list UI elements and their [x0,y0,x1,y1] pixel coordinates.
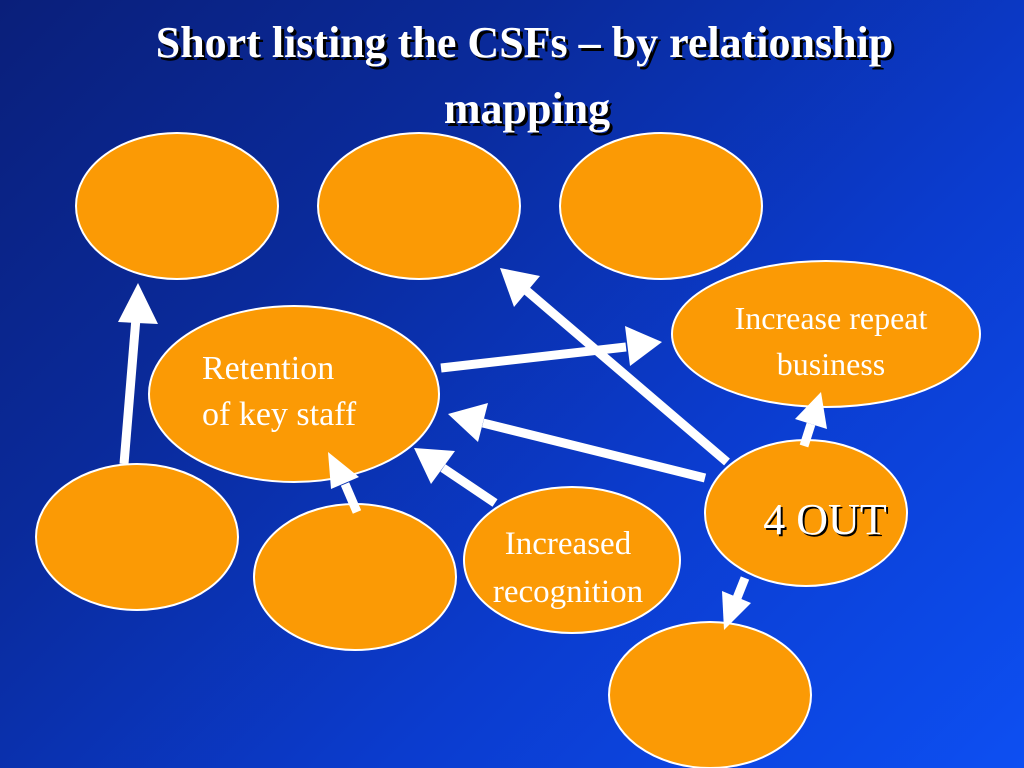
arrow-retention-to-repeat [440,326,662,373]
node-top-left [75,132,279,280]
node-bottom-left [35,463,239,611]
arrow-four-out-to-repeat [795,392,827,448]
arrow-four-out-to-top-middle [500,268,730,466]
node-bottom-middle [253,503,457,651]
title-line-2: mapping [443,84,611,133]
title-line-1: Short listing the CSFs – by relationship [155,18,894,67]
recognition-label-line-2: recognition [492,574,644,610]
node-top-middle [317,132,521,280]
node-retention [148,305,440,483]
arrow-bottom-middle-to-retention [328,452,362,514]
four-out-label: 4 OUT [763,495,887,544]
arrow-recognition-to-retention [414,448,498,507]
recognition-label-line-1: Increased [504,526,632,562]
node-recognition [463,486,681,634]
repeat-business-label-line-2: business [776,346,886,382]
node-bottom-right [608,621,812,768]
retention-label: Retention of key staff [202,346,356,438]
retention-label-line-1: Retention [202,350,335,387]
repeat-business-label: Increase repeat business [690,295,972,387]
arrow-four-out-to-bottom-right [722,576,751,630]
retention-label-line-2: of key staff [202,396,357,433]
recognition-label: Increased recognition [468,520,668,616]
node-repeat-business [671,260,981,408]
slide-title: Short listing the CSFs – by relationship… [0,10,1024,142]
node-top-right [559,132,763,280]
arrow-bottom-left-to-top-left [118,283,158,465]
arrow-four-out-to-retention [448,403,707,483]
repeat-business-label-line-1: Increase repeat [734,300,928,336]
